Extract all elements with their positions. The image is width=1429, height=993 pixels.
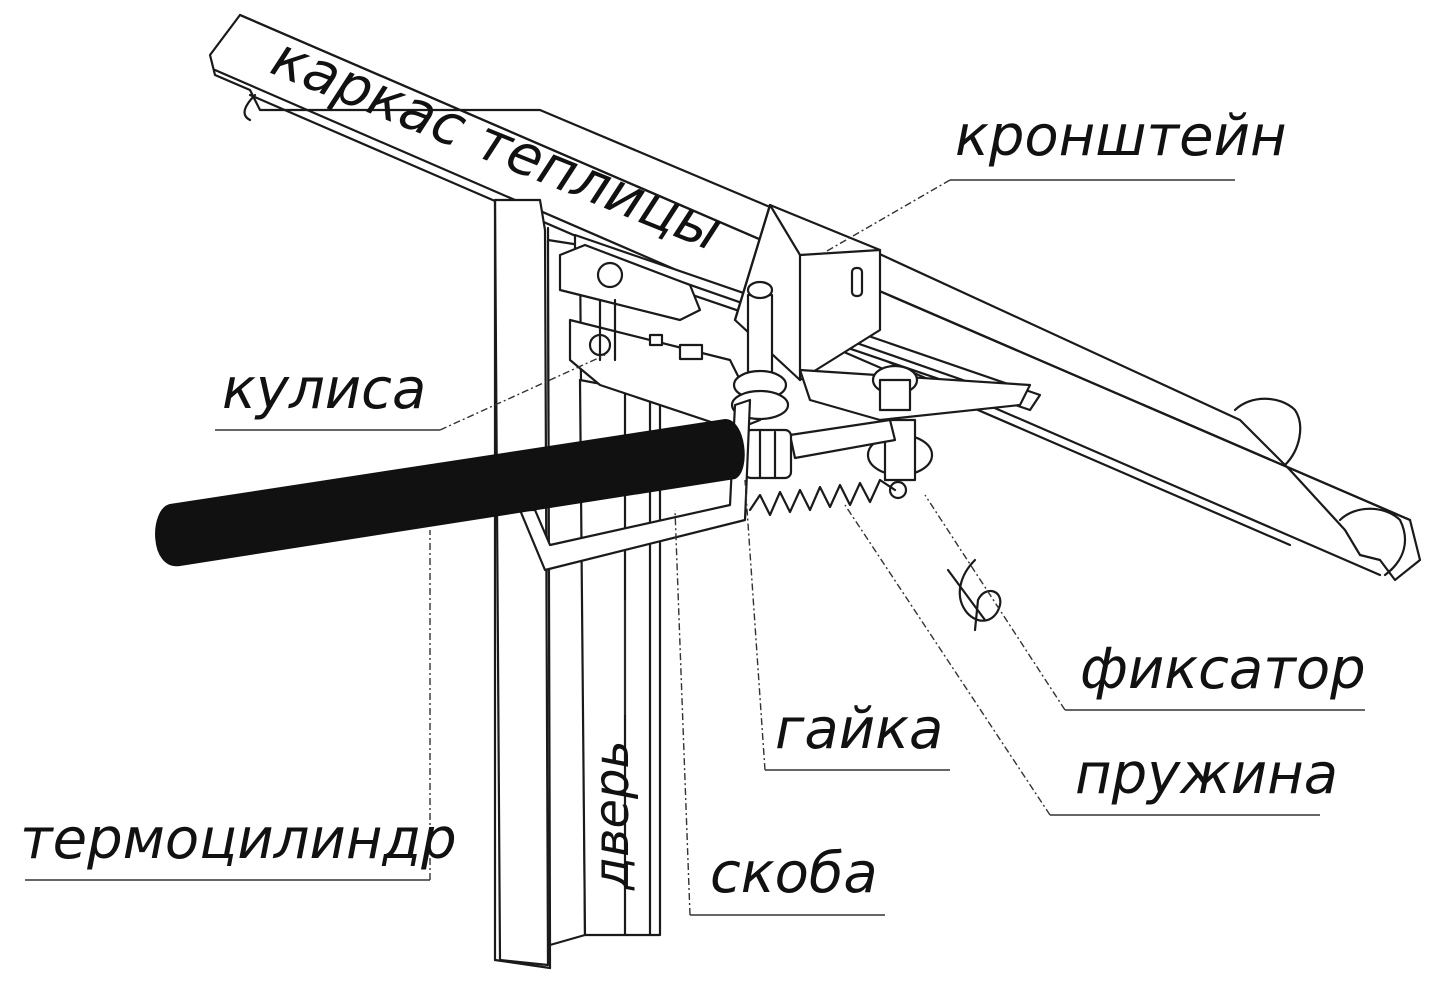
label-slot-link: кулиса [222, 357, 426, 422]
label-bracket: кронштейн [955, 104, 1287, 169]
label-retainer: фиксатор [1080, 637, 1366, 702]
retainer-clip [946, 558, 1002, 632]
frame-post [493, 198, 552, 970]
clamp-part [518, 398, 752, 572]
nut-and-rod [743, 418, 897, 480]
bracket-part [730, 203, 882, 421]
label-thermocylinder: термоцилиндр [20, 807, 457, 872]
label-spring: пружина [1075, 742, 1338, 807]
label-door: дверь [584, 740, 640, 891]
thermocylinder-part [155, 418, 745, 567]
retainer-arm [798, 364, 1032, 500]
spring-part [748, 478, 897, 517]
leader-lines [25, 179, 1365, 916]
greenhouse-frame-beam [208, 13, 1422, 582]
label-clamp: скоба [710, 841, 878, 906]
label-nut: гайка [775, 697, 943, 762]
slot-link-part [558, 243, 762, 432]
